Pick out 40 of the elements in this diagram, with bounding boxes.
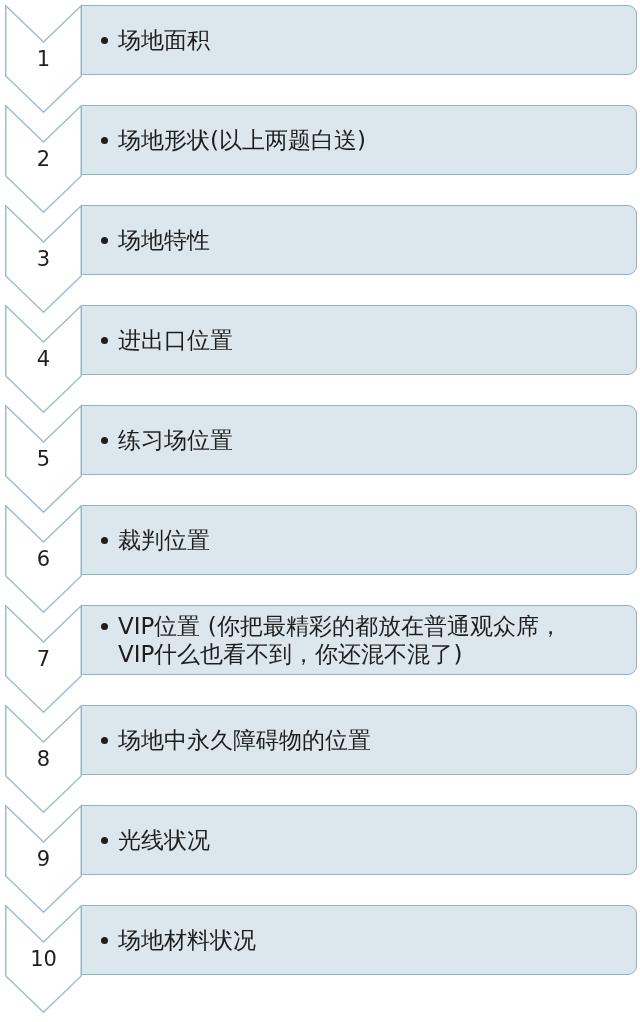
step-number: 7 [36,648,51,670]
text-box [81,205,637,275]
text-box [81,305,637,375]
list-item-text: 场地面积 [118,26,210,54]
list-item-text: VIP位置 (你把最精彩的都放在普通观众席，VIP什么也看不到，你还混不混了) [118,612,563,668]
chevron-shape [5,5,82,113]
chevron-shape [5,405,82,513]
step-number: 2 [36,148,51,170]
list-item-text: 场地材料状况 [118,926,256,954]
step-number: 3 [36,248,51,270]
chevron-shape [5,705,82,813]
step-number: 1 [36,48,51,70]
chevron-shape [5,605,82,713]
text-box [81,805,637,875]
chevron-shape [5,105,82,213]
text-box [81,705,637,775]
step-number: 10 [30,948,57,970]
list-item-text: 场地形状(以上两题白送) [118,126,366,154]
text-box [81,605,637,675]
list-item-text: 裁判位置 [118,526,210,554]
chevron-shape [5,905,82,1013]
step-number: 5 [36,448,51,470]
list-item-text: 场地中永久障碍物的位置 [118,726,371,754]
chevron-shape [5,305,82,413]
step-number: 6 [36,548,51,570]
chevron-shape [5,505,82,613]
list-item-text: 光线状况 [118,826,210,854]
text-box [81,505,637,575]
step-number: 4 [36,348,51,370]
step-number: 9 [36,848,51,870]
text-box [81,405,637,475]
list-item-text: 进出口位置 [118,326,233,354]
text-box [81,5,637,75]
text-box [81,105,637,175]
step-number: 8 [36,748,51,770]
text-box [81,905,637,975]
chevron-shape [5,805,82,913]
list-item-text: 场地特性 [118,226,210,254]
list-item-text: 练习场位置 [118,426,233,454]
chevron-shape [5,205,82,313]
